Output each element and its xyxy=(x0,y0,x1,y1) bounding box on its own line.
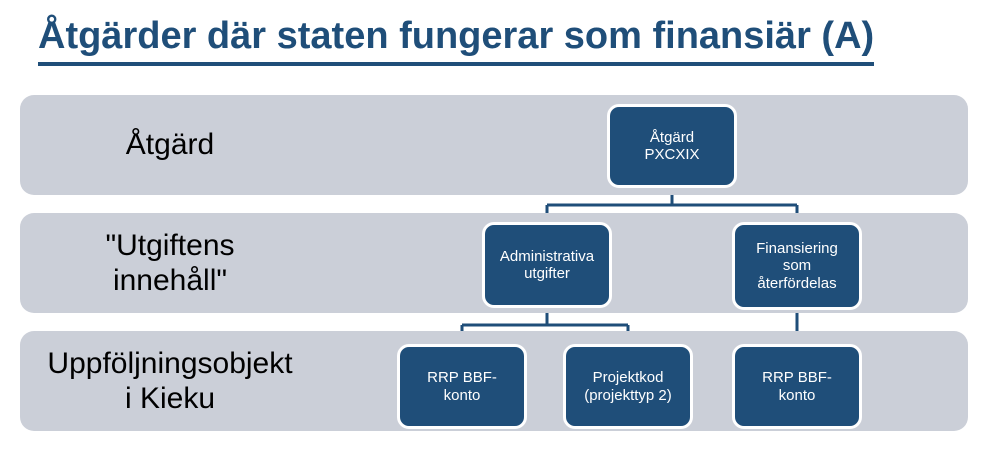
band-label-line: "Utgiftens xyxy=(105,228,235,262)
node-text-line: Finansiering xyxy=(756,239,838,257)
node-rrp-bbf-konto-right: RRP BBF- konto xyxy=(732,344,862,429)
node-text-line: konto xyxy=(778,386,816,404)
node-text-line: RRP BBF- xyxy=(762,369,832,387)
page-title: Åtgärder där staten fungerar som finansi… xyxy=(38,15,875,66)
band-label-line: Uppföljningsobjekt xyxy=(47,346,293,380)
node-administrativa-utgifter: Administrativa utgifter xyxy=(482,222,612,308)
band-uppfoljningsobjekt-label: Uppföljningsobjekt i Kieku xyxy=(20,346,320,416)
node-text-line: Åtgärd xyxy=(649,128,695,146)
node-rrp-bbf-konto-left: RRP BBF- konto xyxy=(397,344,527,429)
band-label-line: i Kieku xyxy=(124,382,216,415)
node-text-line: återfördelas xyxy=(757,274,837,292)
node-finansiering-som-aterfordelas: Finansiering som återfördelas xyxy=(732,222,862,310)
node-projektkod-projekttyp-2: Projektkod (projekttyp 2) xyxy=(563,344,693,429)
node-atgard-pxcxix: Åtgärd PXCXIX xyxy=(607,104,737,188)
node-text-line: PXCXIX xyxy=(644,146,700,163)
node-text-line: utgifter xyxy=(524,265,570,282)
band-atgard-label: Åtgärd xyxy=(20,127,320,162)
band-atgard: Åtgärd xyxy=(20,95,968,195)
node-text-line: RRP BBF- xyxy=(427,369,497,387)
node-text-line: konto xyxy=(443,386,481,404)
node-text-line: (projekttyp 2) xyxy=(584,386,672,404)
band-label-line: innehåll" xyxy=(112,264,228,297)
node-text-line: Projektkod xyxy=(592,369,664,387)
node-text-line: som xyxy=(782,257,812,275)
node-text-line: Administrativa xyxy=(499,247,595,265)
band-utgiftens-innehall-label: "Utgiftens innehåll" xyxy=(20,228,320,298)
band-label-line: Åtgärd xyxy=(125,128,215,162)
